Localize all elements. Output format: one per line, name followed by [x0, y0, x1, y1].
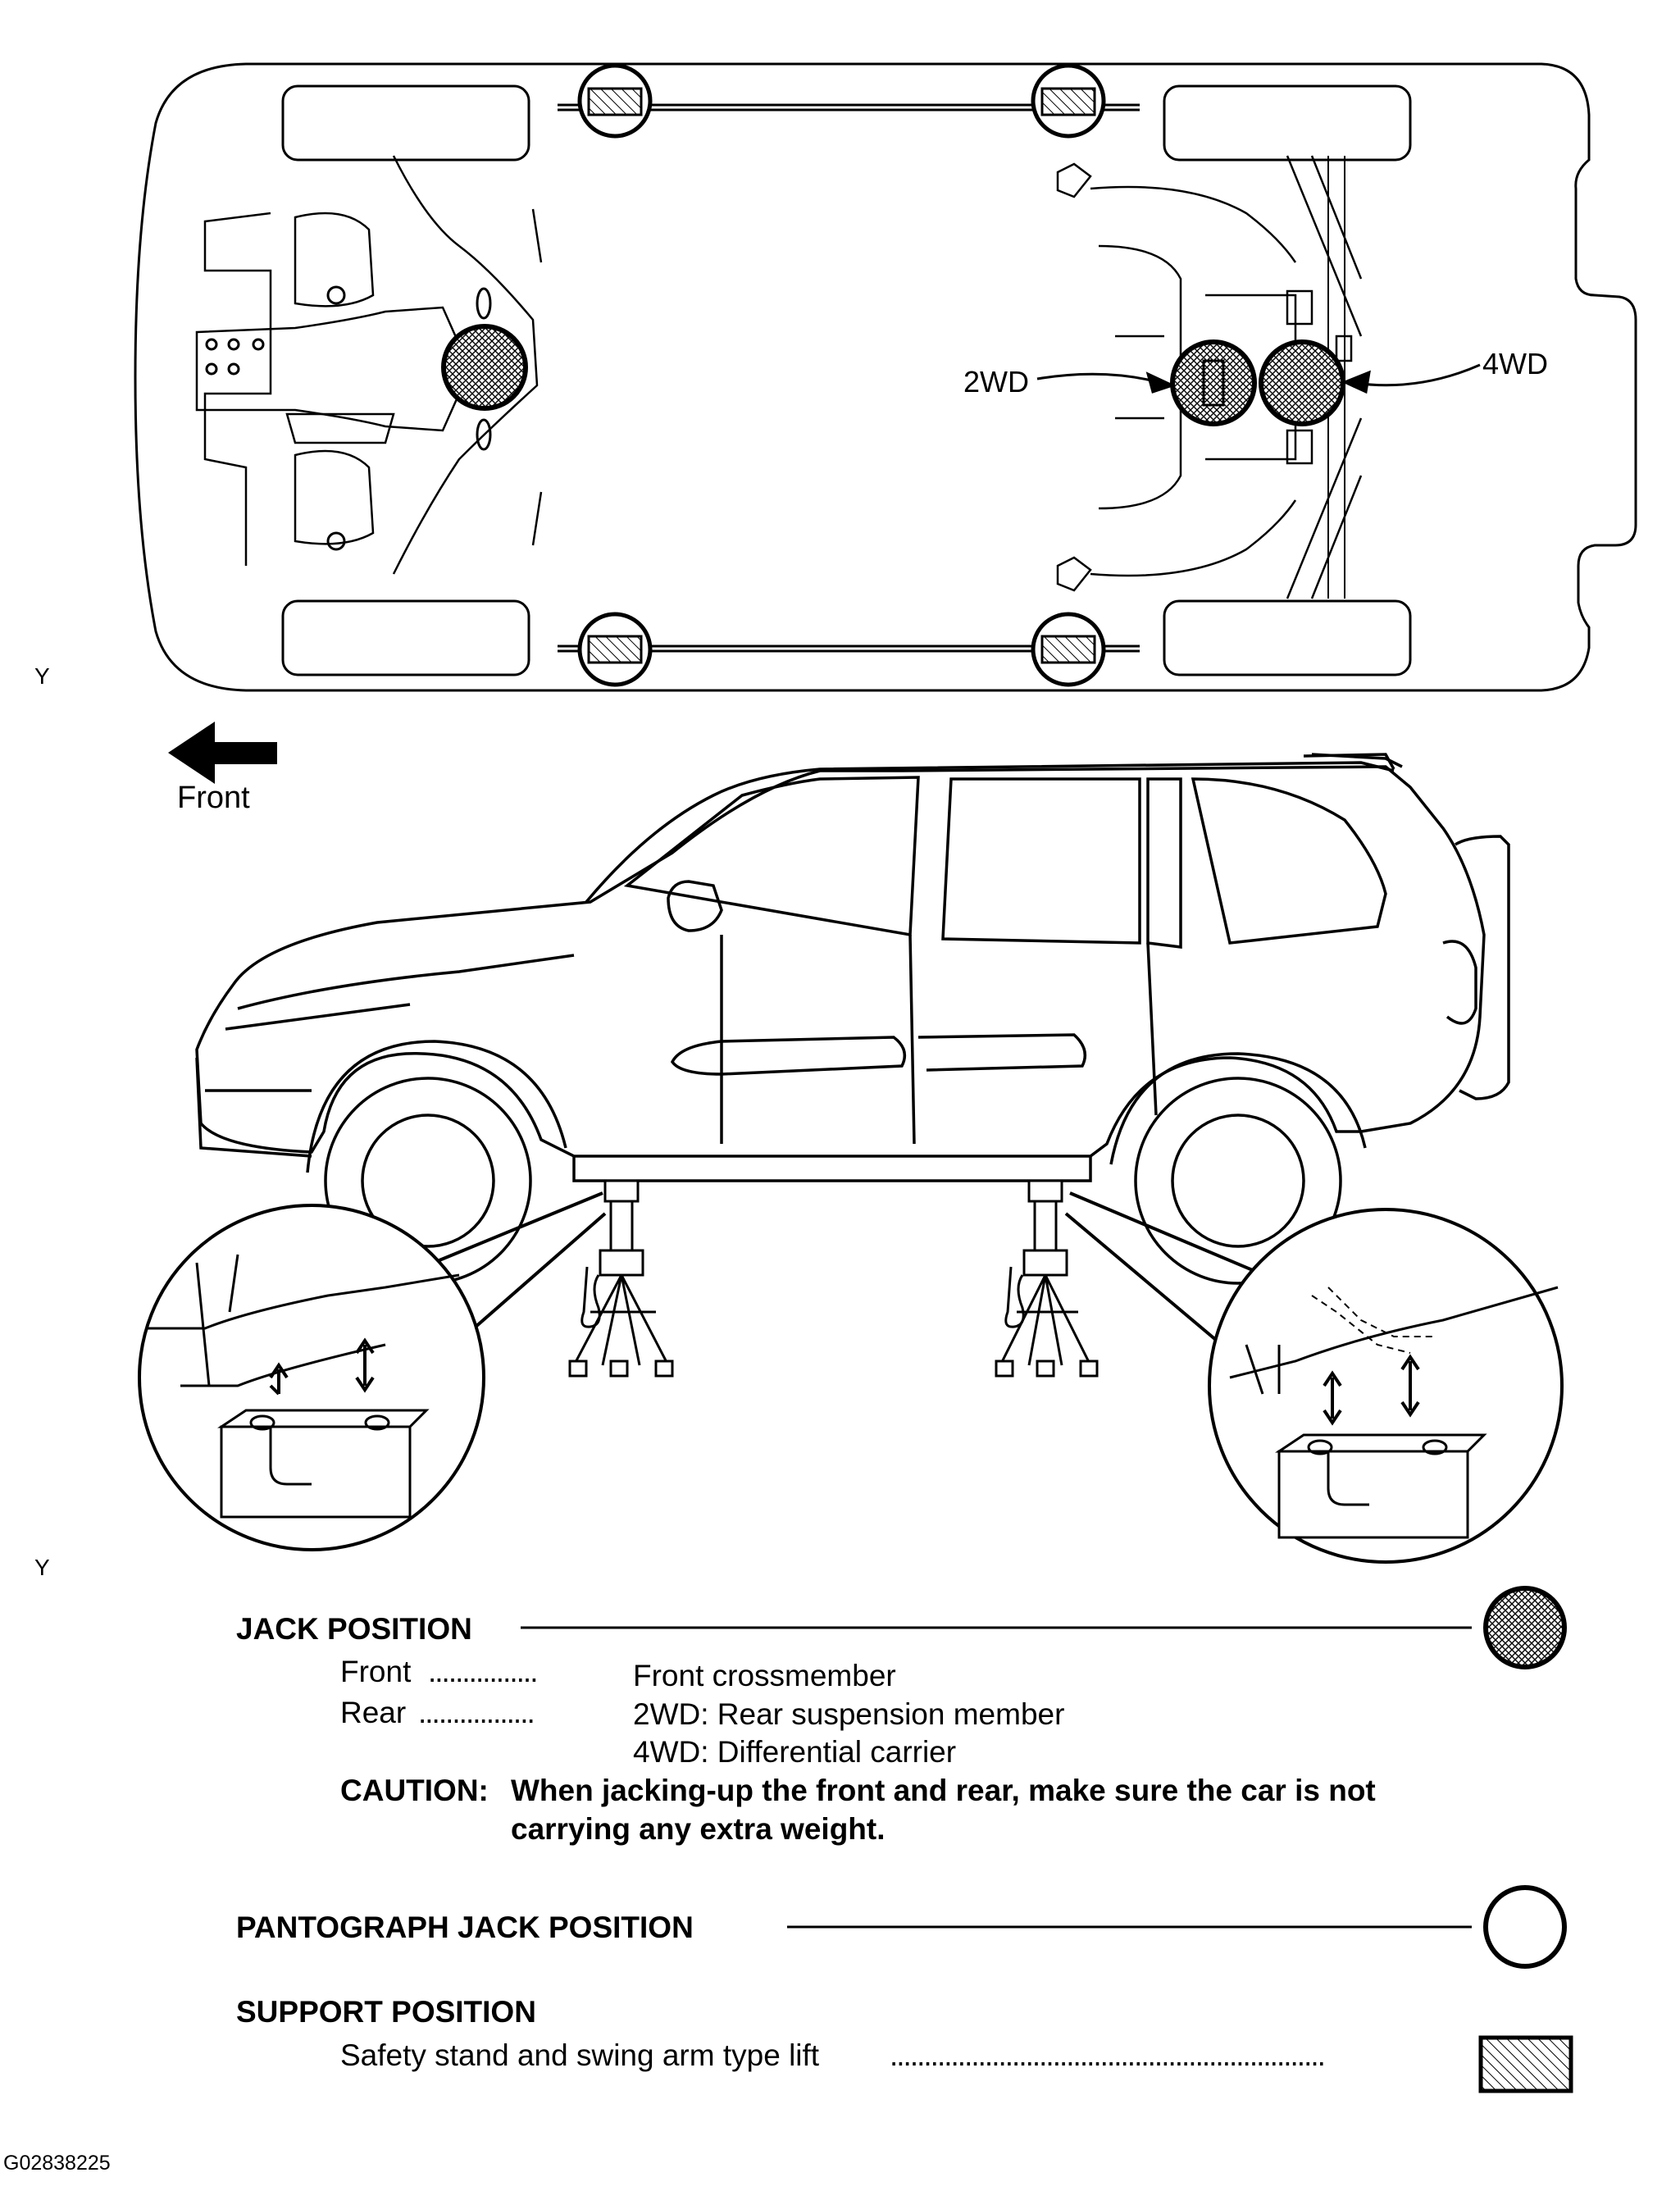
support-position-markers	[577, 63, 1106, 687]
legend-jack-position-symbol	[1483, 1586, 1567, 1669]
safety-stand-rear	[995, 1179, 1099, 1378]
support-marker-front-left	[577, 63, 653, 139]
label-front-arrow: Front	[177, 781, 250, 815]
support-marker-rear-right	[1031, 612, 1106, 687]
jack-rear-label: Rear	[340, 1696, 407, 1729]
arrow-left-icon	[168, 722, 277, 784]
label-y-top: Y	[34, 663, 50, 689]
support-item: Safety stand and swing arm type lift	[340, 2038, 820, 2072]
arrow-2wd	[1036, 372, 1165, 385]
legend-lines	[521, 1626, 1472, 1929]
underbody-top-view	[134, 62, 1637, 692]
support-marker-rear-left	[1031, 63, 1106, 139]
caution-line-1: When jacking-up the front and rear, make…	[511, 1774, 1376, 1807]
jack-position-title: JACK POSITION	[236, 1612, 472, 1646]
jack-marker-4wd	[1259, 339, 1345, 426]
jack-position-markers	[441, 324, 1345, 426]
detail-front-support	[138, 1191, 607, 1551]
jack-rear-value-2wd: 2WD: Rear suspension member	[633, 1697, 1065, 1731]
jack-rear-dots: .................	[418, 1696, 535, 1729]
label-y-mid: Y	[34, 1555, 50, 1580]
safety-stand-front	[568, 1179, 674, 1378]
jack-marker-2wd	[1170, 339, 1257, 426]
jack-front-dots: ................	[428, 1655, 538, 1688]
support-title: SUPPORT POSITION	[236, 1995, 536, 2029]
figure-id: G02838225	[3, 2152, 111, 2175]
jack-marker-front-crossmember	[441, 324, 528, 411]
pantograph-title: PANTOGRAPH JACK POSITION	[236, 1911, 694, 1944]
label-2wd: 2WD	[963, 365, 1029, 399]
vehicle-side-view	[195, 753, 1510, 1285]
label-4wd: 4WD	[1482, 347, 1548, 380]
jack-front-value: Front crossmember	[633, 1659, 896, 1692]
caution-label: CAUTION:	[340, 1774, 489, 1807]
legend-support-symbol	[1478, 2035, 1573, 2093]
support-marker-front-right	[577, 612, 653, 687]
drive-callout-arrows	[1036, 363, 1481, 394]
front-direction-arrow	[168, 722, 277, 784]
jack-front-label: Front	[340, 1655, 412, 1688]
support-dots: ........................................…	[890, 2038, 1326, 2072]
caution-line-2: carrying any extra weight.	[511, 1812, 886, 1846]
legend-pantograph-symbol	[1483, 1885, 1567, 1969]
detail-rear-support	[1064, 1191, 1564, 1564]
arrow-4wd	[1354, 363, 1481, 387]
jack-rear-value-4wd: 4WD: Differential carrier	[633, 1735, 957, 1769]
